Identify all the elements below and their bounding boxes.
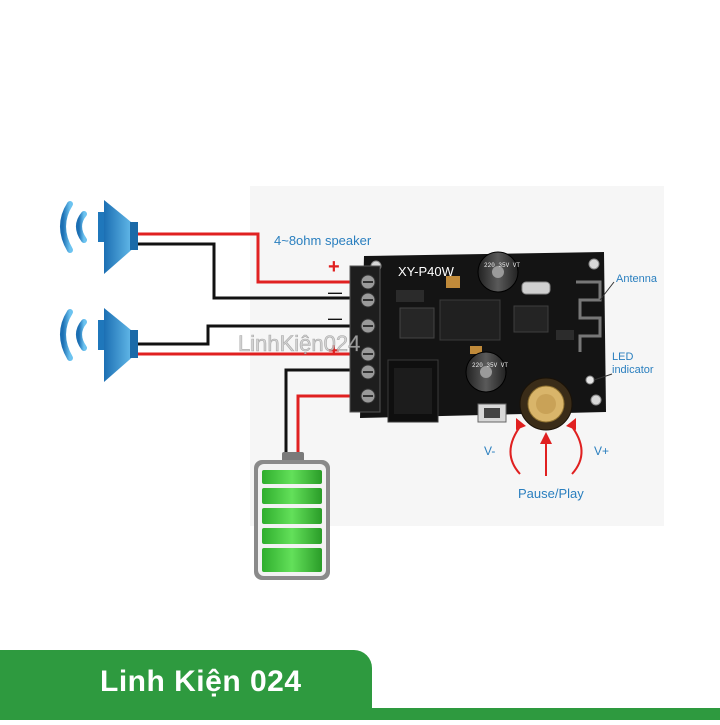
pcb-antenna xyxy=(576,280,602,352)
dc-power-jack xyxy=(387,359,439,423)
battery-red-wire xyxy=(296,394,368,458)
antenna-leader-line xyxy=(599,281,615,301)
battery-black-wire xyxy=(284,368,368,458)
pause-play-label: Pause/Play xyxy=(518,486,584,501)
speaker-2-black-wire xyxy=(138,324,368,346)
capacitor-1-text: 220 35V VT xyxy=(484,262,521,269)
pcb-components xyxy=(396,276,574,423)
v-minus-label: V- xyxy=(484,444,496,458)
speaker-1-plus-sign: + xyxy=(328,256,340,278)
speaker-spec-label: 4~8ohm speaker xyxy=(274,233,372,248)
pause-play-arrows xyxy=(509,418,583,476)
led-label-line-2: indicator xyxy=(612,364,654,376)
capacitor-2 xyxy=(465,351,507,393)
battery-icon xyxy=(254,452,330,580)
capacitor-2-text: 220 35V VT xyxy=(472,362,509,369)
led-leader-line xyxy=(593,373,613,381)
speaker-2-minus-sign: — xyxy=(328,310,342,326)
speaker-2-icon xyxy=(60,308,138,382)
v-plus-label: V+ xyxy=(594,444,610,458)
antenna-label: Antenna xyxy=(616,273,657,285)
watermark-text: LinhKiện024 xyxy=(238,331,361,357)
led-indicator xyxy=(585,375,595,385)
board-model-label: XY-P40W xyxy=(398,264,454,279)
capacitor-1 xyxy=(477,251,519,293)
speaker-1-icon xyxy=(60,200,138,274)
speaker-2-plus-sign: + xyxy=(328,340,340,362)
led-label-line-1: LED xyxy=(612,351,634,363)
footer-brand-band xyxy=(0,650,372,720)
speaker-1-red-wire xyxy=(138,232,368,284)
brand-name: Linh Kiện 024 xyxy=(100,665,302,698)
volume-knob xyxy=(519,377,573,431)
speaker-1-black-wire xyxy=(138,242,368,300)
screw-terminal-block xyxy=(349,265,381,413)
speaker-1-minus-sign: — xyxy=(328,284,342,300)
